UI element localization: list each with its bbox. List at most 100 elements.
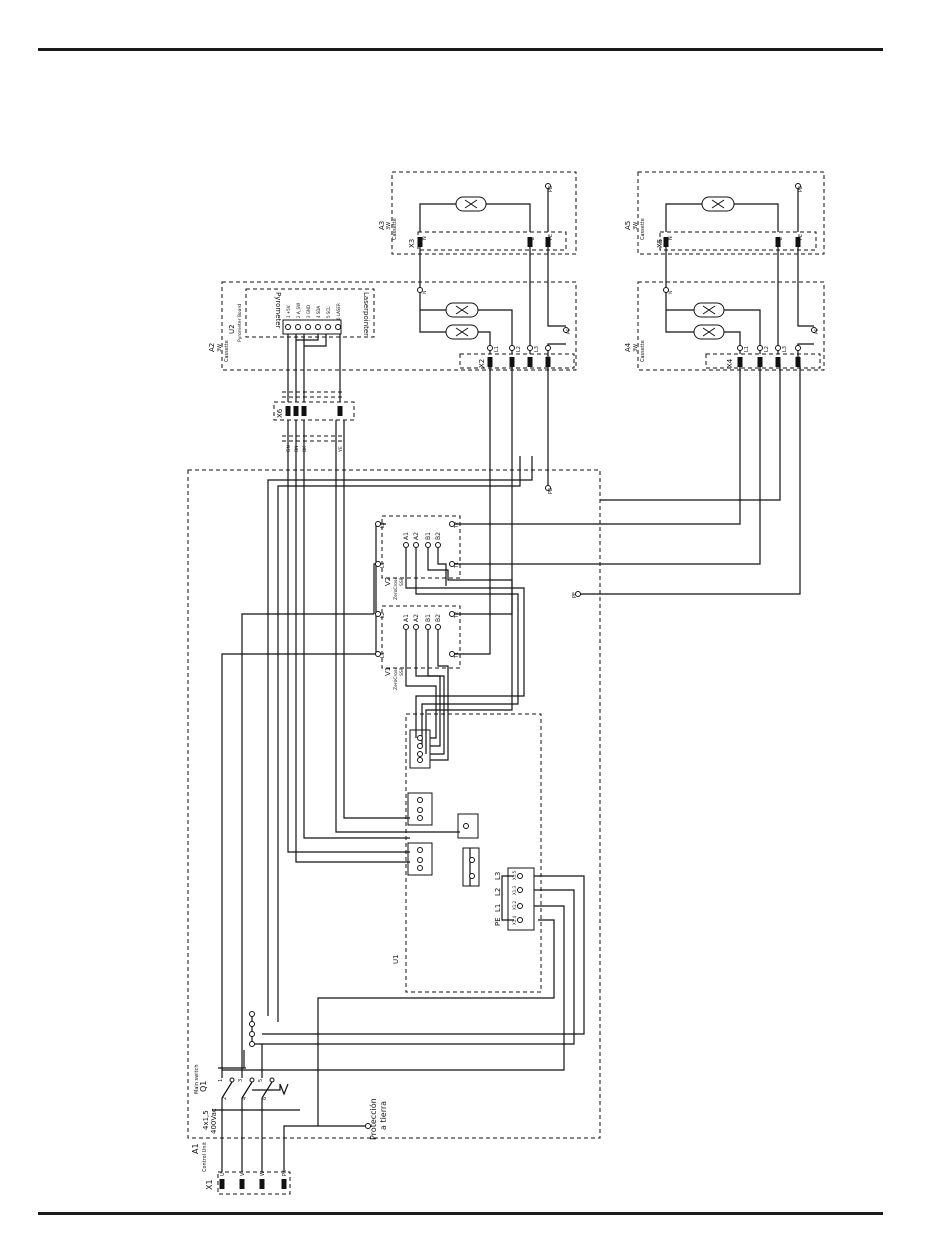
u1-label: U1 bbox=[392, 954, 400, 964]
heater-lamps bbox=[445, 196, 735, 340]
pe-a2-label: PE bbox=[548, 488, 554, 494]
a2-power: 3W bbox=[217, 344, 223, 352]
x5-pe: PE bbox=[798, 234, 804, 240]
x6-label: X6 bbox=[276, 408, 284, 418]
earth-label-1: Protección bbox=[368, 1098, 378, 1140]
heater-a2-2 bbox=[445, 324, 479, 340]
v1-a2: A2 bbox=[413, 614, 420, 622]
bottom-rule bbox=[38, 1212, 883, 1215]
x6-wire-gn: GN bbox=[286, 445, 292, 452]
u2-pin-4: 4 SDA bbox=[316, 306, 321, 318]
v2-l1: L1 bbox=[380, 562, 386, 568]
v1-label: V1 bbox=[384, 667, 392, 676]
u1-x1-4: X1:4 bbox=[512, 915, 517, 925]
q1-term-3: 3 bbox=[238, 1079, 244, 1082]
u1-board-box bbox=[405, 713, 542, 993]
terminal-points bbox=[229, 183, 817, 1129]
heater-a4-1 bbox=[693, 302, 725, 318]
heater-a2-1 bbox=[445, 302, 479, 318]
x1-label: X1 bbox=[205, 1179, 214, 1190]
a2-name: Cassette bbox=[224, 340, 230, 362]
x5-connector-box bbox=[659, 231, 817, 251]
x5-l: L bbox=[778, 237, 784, 240]
q1-term-6: 6 bbox=[262, 1097, 268, 1100]
a4-name: Cassette bbox=[640, 340, 646, 362]
x3-l: L bbox=[530, 237, 536, 240]
v1-l1: L1 bbox=[380, 652, 386, 658]
q1-term-2: 2 bbox=[222, 1097, 228, 1100]
wires bbox=[212, 186, 814, 1172]
v2-a2: A2 bbox=[413, 532, 420, 540]
x6-wire-bk: BK bbox=[302, 445, 308, 452]
a2-cassette-box bbox=[221, 281, 577, 371]
x3-pe: PE bbox=[548, 234, 554, 240]
u1-pyrometer-header bbox=[407, 792, 433, 826]
a1-name: Control Unit bbox=[202, 1142, 208, 1172]
v2-type: ZeroCross bbox=[393, 577, 399, 600]
q1-term-4: 4 bbox=[242, 1097, 248, 1100]
a5-pe-label: PE bbox=[798, 186, 804, 192]
u1-sensor-header bbox=[407, 842, 433, 876]
v1-b1: B1 bbox=[425, 614, 432, 622]
v1-a1: A1 bbox=[403, 614, 410, 622]
x2-label: X2 bbox=[478, 359, 486, 368]
a4-n-label: N bbox=[668, 291, 674, 294]
v1-l2: L2 bbox=[380, 612, 386, 618]
a4-power: 3W bbox=[633, 344, 639, 352]
x1-connector-box bbox=[217, 1171, 291, 1195]
x2-connector-box bbox=[459, 353, 575, 369]
a3-cassette-box bbox=[391, 171, 577, 255]
v2-t2: T2 bbox=[454, 522, 460, 529]
a5-label: A5 bbox=[624, 221, 632, 230]
a4-cassette-box bbox=[637, 281, 825, 371]
u1-ssr-control-header bbox=[409, 729, 431, 769]
u1-aux-connector bbox=[457, 813, 479, 839]
v2-t1: T1 bbox=[454, 562, 460, 569]
terminal-blocks bbox=[219, 237, 801, 1189]
x2-l2: L2 bbox=[516, 346, 522, 352]
v1-b2: B2 bbox=[435, 614, 442, 622]
x4-pe: PE bbox=[796, 356, 802, 362]
u1-aux-terminal bbox=[462, 847, 480, 887]
a1-label: A1 bbox=[191, 1143, 200, 1154]
u1-x1-2: X1:2 bbox=[512, 900, 517, 910]
q1-label: Q1 bbox=[199, 1081, 208, 1092]
u1-pe: PE bbox=[494, 917, 502, 926]
x3-n: N bbox=[422, 236, 428, 240]
u2-pin-2: 2 A_SW bbox=[296, 303, 301, 318]
u1-l3: L3 bbox=[494, 872, 502, 880]
x4-l3: L3 bbox=[782, 346, 788, 352]
pe-point-label: PE bbox=[572, 592, 578, 598]
x6-wire-ye: YE bbox=[338, 446, 344, 453]
u1-l2: L2 bbox=[494, 888, 502, 896]
top-rule bbox=[38, 48, 883, 51]
x2-l1: L1 bbox=[494, 346, 500, 352]
a3-power: 3W bbox=[386, 222, 392, 230]
u2-pyrometer-board-box bbox=[245, 288, 375, 338]
x3-connector-box bbox=[417, 231, 567, 251]
v1-ssr-box bbox=[381, 605, 461, 669]
v2-ssr-box bbox=[381, 515, 461, 579]
v1-t2: T2 bbox=[454, 612, 460, 619]
x3-label: X3 bbox=[408, 239, 416, 248]
a3-name: Cassette bbox=[392, 218, 398, 240]
x5-label: X5 bbox=[656, 239, 664, 248]
u1-l1: L1 bbox=[494, 904, 502, 912]
heater-a5 bbox=[701, 196, 735, 212]
u1-x1-3: X1:3 bbox=[512, 885, 517, 895]
a1-control-unit-box bbox=[187, 469, 601, 1139]
x2-pe: PE bbox=[546, 356, 552, 362]
v2-a1: A1 bbox=[403, 532, 410, 540]
u1-x1-5: X1:5 bbox=[512, 870, 517, 880]
a5-power: 3W bbox=[633, 222, 639, 230]
u2-pin-header bbox=[282, 319, 342, 335]
x1-pin-v: V bbox=[240, 1172, 246, 1176]
u2-name: Pyrometer Board bbox=[237, 304, 243, 342]
u2-pin-5: 5 SCL bbox=[326, 306, 331, 318]
x4-l2: L2 bbox=[764, 346, 770, 352]
a3-pe-label: PE bbox=[548, 186, 554, 192]
x5-n: N bbox=[668, 236, 674, 240]
x4-connector-box bbox=[705, 353, 821, 369]
